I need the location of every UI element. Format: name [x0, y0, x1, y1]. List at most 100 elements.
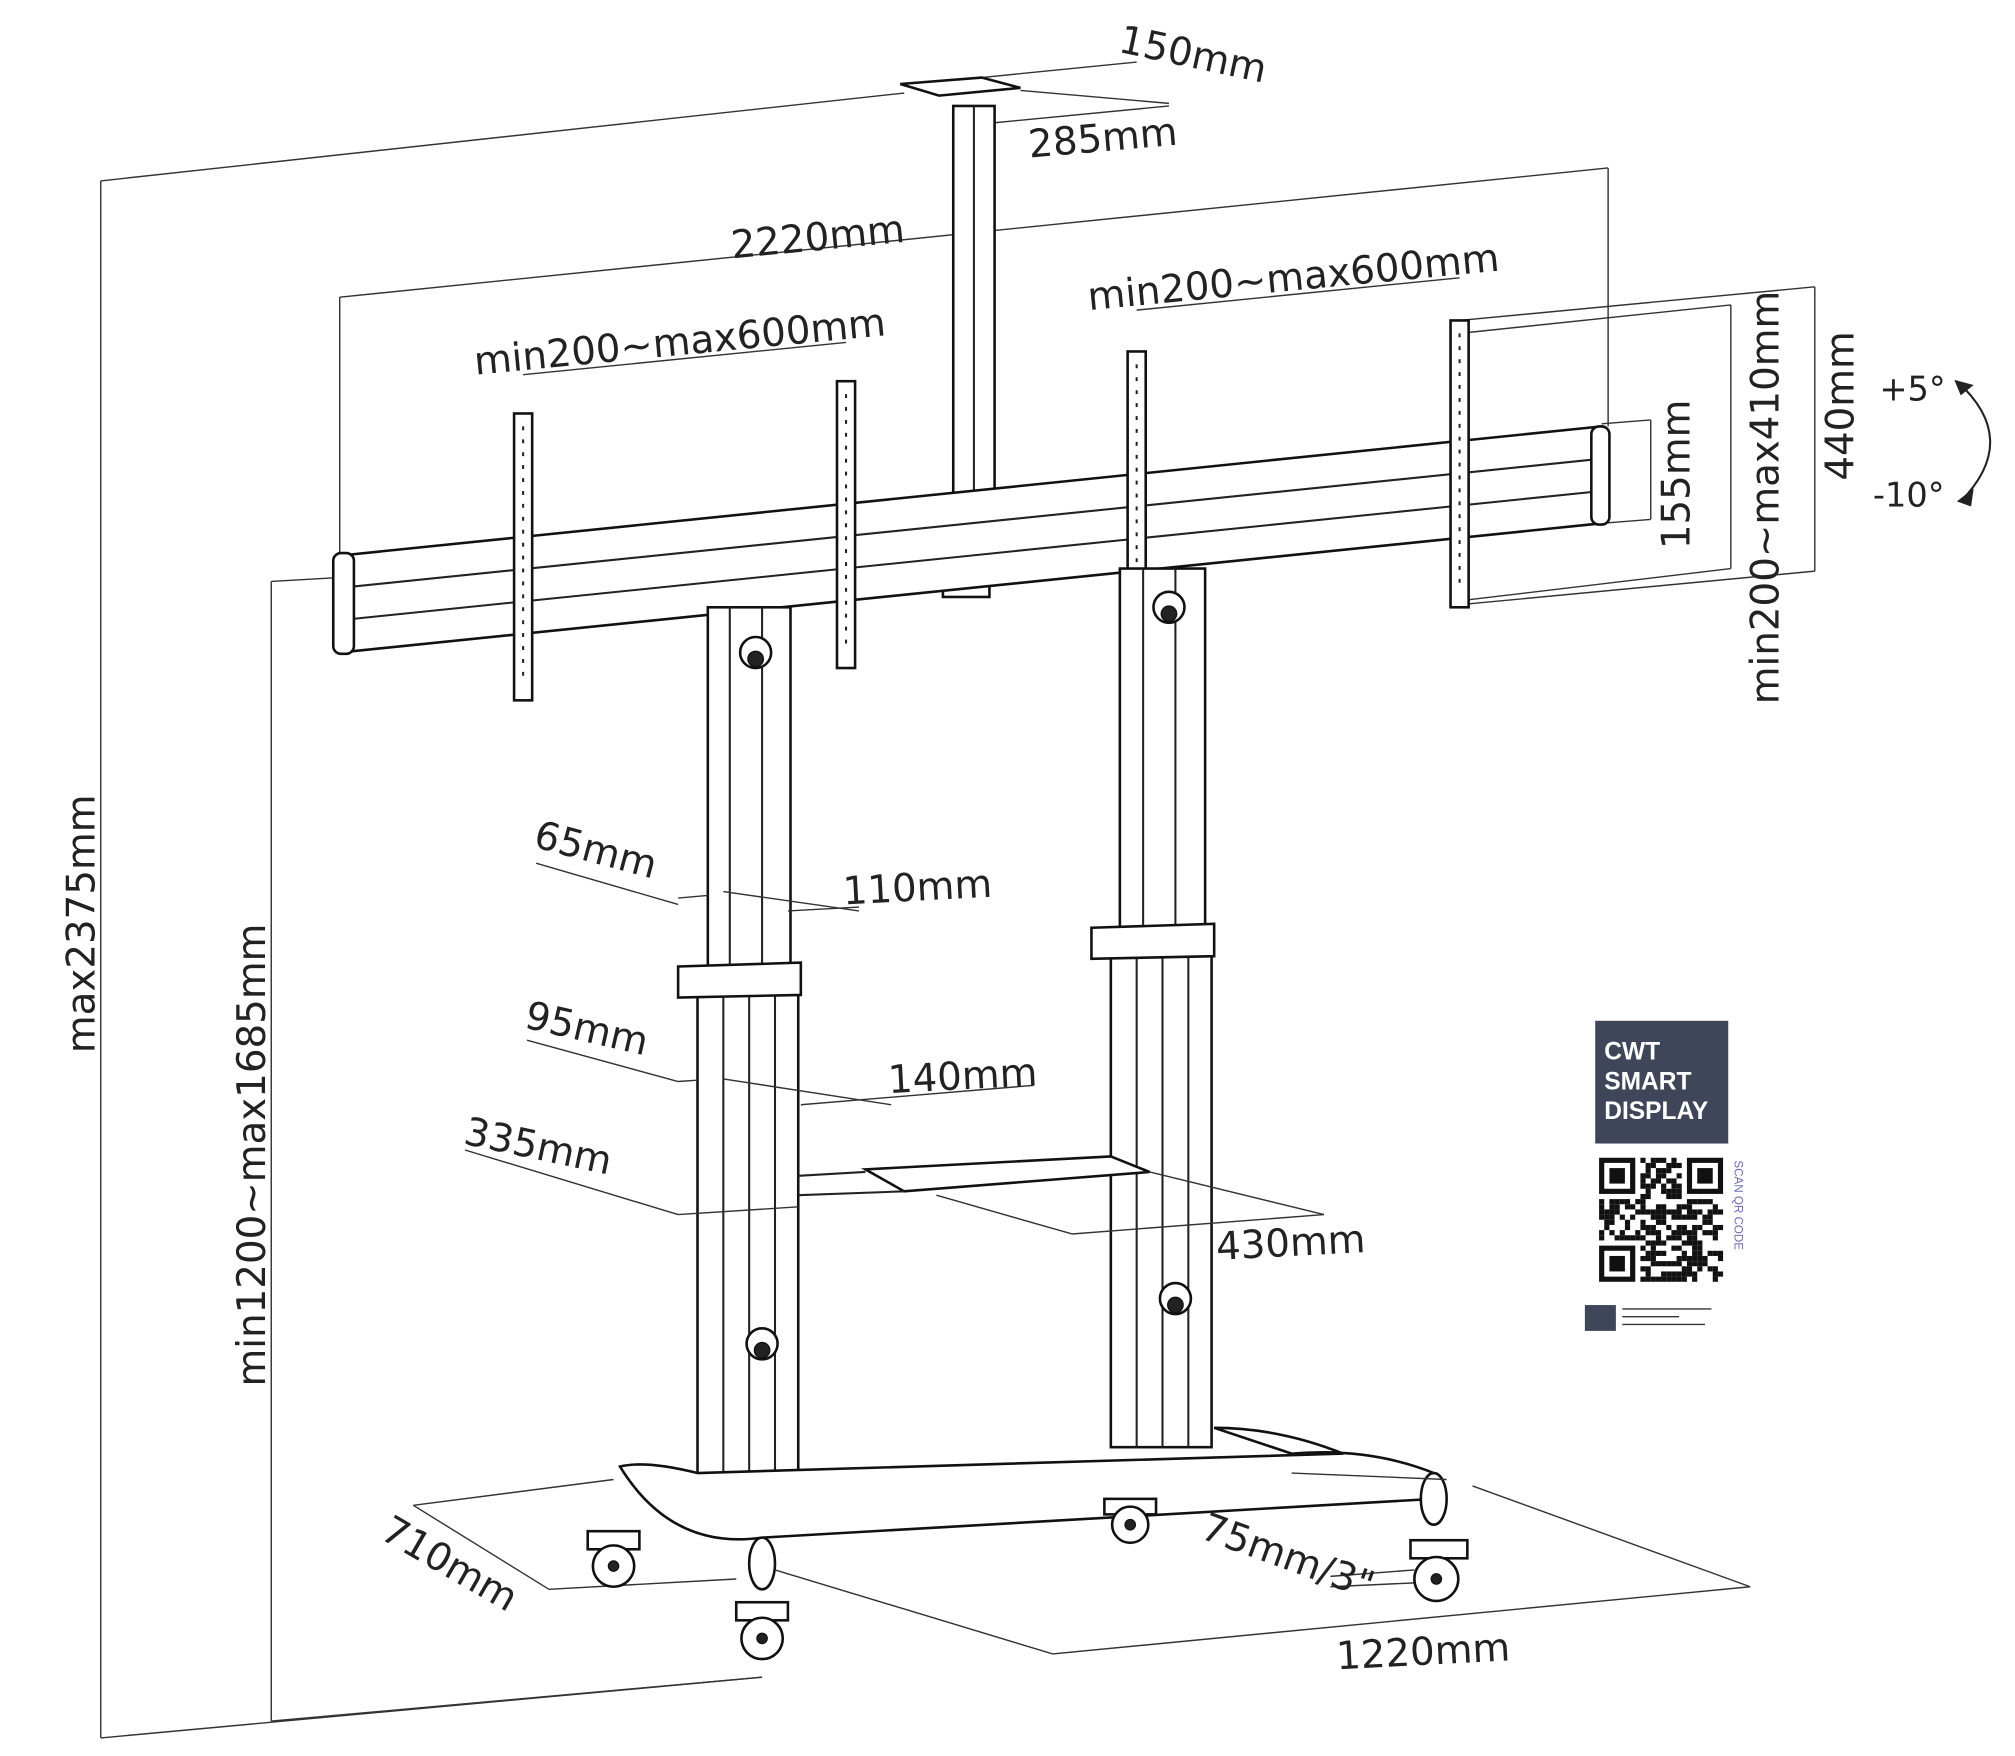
qr-module [1712, 1235, 1718, 1241]
qr-module [1681, 1240, 1687, 1246]
qr-module [1681, 1255, 1687, 1262]
qr-module [1655, 1173, 1662, 1179]
qr-module [1707, 1219, 1713, 1225]
label-caster-size: 75mm/3" [1195, 1505, 1380, 1609]
qr-module [1655, 1261, 1662, 1267]
qr-module [1676, 1214, 1682, 1220]
column-dim-leaders [464, 862, 1325, 1235]
reference-lines [100, 92, 905, 1739]
qr-module [1702, 1261, 1708, 1267]
qr-module [1666, 1271, 1672, 1277]
qr-module [1671, 1178, 1677, 1184]
qr-module [1676, 1173, 1682, 1179]
qr-module [1717, 1209, 1724, 1215]
qr-module [1697, 1199, 1703, 1205]
tilt-arrowhead-icon [1956, 488, 1974, 507]
qr-module [1619, 1214, 1625, 1220]
caster-3 [1103, 1497, 1158, 1545]
qr-module [1686, 1261, 1693, 1267]
qr-module [1712, 1204, 1718, 1210]
qr-module [1655, 1250, 1662, 1256]
qr-module [1666, 1178, 1672, 1184]
qr-module [1655, 1219, 1662, 1225]
label-tilt-up: +5° [1879, 370, 1945, 409]
qr-module [1661, 1168, 1667, 1174]
qr-module [1604, 1219, 1610, 1225]
label-height-range: min1200~max1685mm [230, 924, 275, 1387]
qr-module [1712, 1224, 1718, 1231]
qr-module [1671, 1261, 1677, 1267]
qr-module [1655, 1157, 1662, 1163]
qr-module [1702, 1230, 1708, 1236]
brand-logo: CWT SMART DISPLAY [1595, 1020, 1729, 1144]
qr-module [1661, 1204, 1667, 1210]
qr-module [1624, 1235, 1631, 1241]
qr-module [1676, 1204, 1682, 1210]
qr-module [1645, 1230, 1651, 1236]
footprint-lines [412, 1472, 1751, 1655]
base [617, 1426, 1448, 1591]
qr-module [1697, 1209, 1703, 1215]
qr-module [1655, 1230, 1662, 1236]
qr-module [1712, 1266, 1718, 1272]
qr-module [1640, 1204, 1646, 1210]
qr-module [1697, 1255, 1703, 1262]
qr-module [1681, 1204, 1687, 1210]
qr-module [1645, 1162, 1651, 1169]
qr-module [1645, 1276, 1651, 1282]
qr-module [1645, 1266, 1651, 1272]
qr-finder [1609, 1168, 1625, 1184]
qr-module [1681, 1266, 1687, 1272]
qr-module [1697, 1250, 1703, 1256]
bracket-2 [835, 379, 857, 670]
qr-module [1717, 1224, 1724, 1231]
caster-1 [586, 1529, 641, 1589]
label-total-width: 2220mm [729, 207, 907, 268]
qr-module [1655, 1235, 1662, 1241]
qr-module [1624, 1224, 1631, 1231]
crossbar [331, 424, 1611, 656]
qr-module [1599, 1235, 1605, 1241]
qr-module [1650, 1276, 1656, 1282]
qr-module [1697, 1261, 1703, 1267]
qr-module [1650, 1224, 1656, 1231]
label-top-plate-depth: 150mm [1115, 17, 1271, 92]
qr-module [1609, 1219, 1615, 1225]
qr-module [1640, 1209, 1646, 1215]
qr-module [1707, 1209, 1713, 1215]
qr-module [1614, 1204, 1620, 1210]
tilt-arrowhead-top-icon [1954, 379, 1974, 396]
qr-module [1702, 1199, 1708, 1205]
qr-module [1661, 1240, 1667, 1246]
qr-module [1666, 1209, 1672, 1215]
qr-module [1671, 1245, 1677, 1251]
qr-module [1640, 1219, 1646, 1225]
qr-module [1692, 1240, 1698, 1246]
qr-module [1686, 1209, 1693, 1215]
qr-module [1655, 1214, 1662, 1220]
qr-module [1712, 1276, 1718, 1282]
qr-module [1640, 1157, 1646, 1163]
qr-module [1645, 1188, 1651, 1194]
qr-module [1686, 1266, 1693, 1272]
qr-module [1599, 1209, 1605, 1215]
columns [676, 567, 1216, 1488]
label-bracket-spacing-right: min200~max600mm [1086, 236, 1502, 320]
qr-module [1645, 1271, 1651, 1277]
label-shelf-depth: 335mm [460, 1109, 616, 1184]
qr-module [1671, 1271, 1677, 1277]
qr-module [1676, 1261, 1682, 1267]
qr-module [1692, 1276, 1698, 1282]
qr-module [1661, 1209, 1667, 1215]
qr-module [1681, 1214, 1687, 1220]
qr-module [1661, 1250, 1667, 1256]
qr-module [1692, 1245, 1698, 1251]
tilt-arrow-icon [1956, 380, 1992, 503]
qr-module [1717, 1255, 1724, 1262]
qr-module [1666, 1224, 1672, 1231]
qr-module [1640, 1224, 1646, 1231]
qr-module [1609, 1230, 1615, 1236]
qr-module [1609, 1204, 1615, 1210]
qr-module [1604, 1224, 1610, 1231]
qr-module [1645, 1224, 1651, 1231]
